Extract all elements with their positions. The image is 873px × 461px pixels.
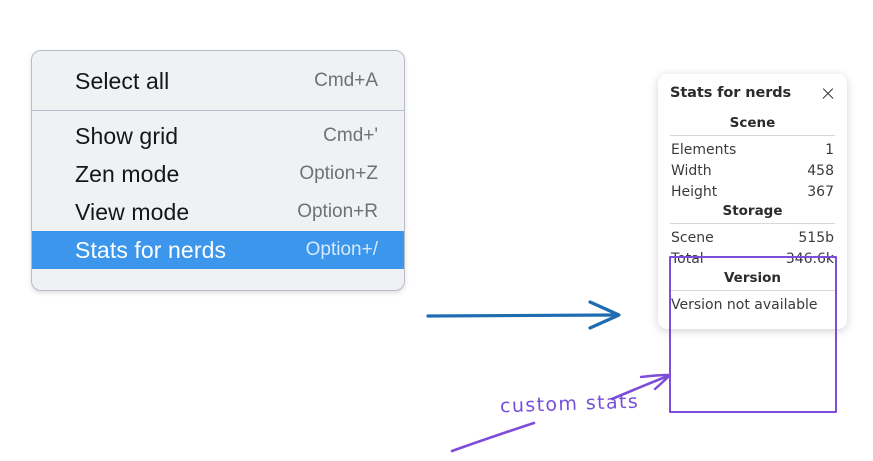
menu-item-show-grid[interactable]: Show grid Cmd+' (32, 117, 404, 155)
menu-item-label: Show grid (75, 122, 179, 149)
context-menu[interactable]: Select all Cmd+A Show grid Cmd+' Zen mod… (31, 50, 405, 291)
section-scene: Scene Elements 1 Width 458 Height 367 (670, 114, 835, 202)
stat-row: Elements 1 (670, 139, 835, 160)
stat-row: Width 458 (670, 160, 835, 181)
menu-item-shortcut: Option+R (297, 201, 378, 222)
stat-key: Total (671, 250, 704, 267)
menu-group-2: Show grid Cmd+' Zen mode Option+Z View m… (32, 111, 404, 276)
menu-item-label: Select all (75, 67, 170, 94)
menu-item-view-mode[interactable]: View mode Option+R (32, 193, 404, 231)
stat-row: Scene 515b (670, 227, 835, 248)
section-version: Version Version not available (670, 269, 835, 316)
version-value: Version not available (671, 297, 818, 313)
menu-item-select-all[interactable]: Select all Cmd+A (32, 62, 404, 100)
menu-item-zen-mode[interactable]: Zen mode Option+Z (32, 155, 404, 193)
stat-row: Total 346.6k (670, 248, 835, 269)
stat-key: Width (671, 162, 712, 179)
stat-value: 1 (825, 141, 834, 158)
stat-key: Height (671, 183, 718, 200)
menu-item-shortcut: Option+Z (299, 163, 378, 184)
menu-item-label: View mode (75, 198, 190, 225)
menu-item-stats-for-nerds[interactable]: Stats for nerds Option+/ (32, 231, 404, 269)
menu-item-shortcut: Option+/ (305, 239, 378, 260)
custom-stats-annotation-label: custom stats (499, 390, 640, 418)
menu-item-label: Stats for nerds (75, 236, 227, 263)
menu-item-shortcut: Cmd+' (323, 125, 378, 146)
stat-value: 515b (798, 229, 834, 246)
section-storage: Storage Scene 515b Total 346.6k (670, 202, 835, 269)
stat-key: Elements (671, 141, 737, 158)
section-rule (670, 135, 835, 136)
panel-header: Stats for nerds (670, 85, 835, 101)
menu-item-shortcut: Cmd+A (314, 70, 378, 91)
panel-title: Stats for nerds (670, 85, 792, 101)
stat-key: Scene (671, 229, 714, 246)
section-heading: Version (723, 270, 782, 286)
stat-value: 367 (807, 183, 834, 200)
section-heading: Storage (722, 203, 783, 219)
right-arrow-icon (426, 300, 621, 330)
stat-row: Height 367 (670, 181, 835, 202)
section-rule (670, 223, 835, 224)
diagonal-stroke-icon (450, 421, 536, 453)
stat-value: 346.6k (785, 250, 834, 267)
section-heading: Scene (729, 115, 776, 131)
menu-divider (32, 110, 404, 111)
menu-group-1: Select all Cmd+A (32, 54, 404, 110)
stat-value: 458 (807, 162, 834, 179)
section-rule (670, 290, 835, 291)
close-icon[interactable] (820, 86, 835, 101)
menu-item-label: Zen mode (75, 160, 180, 187)
stats-for-nerds-panel: Stats for nerds Scene Elements 1 Width 4… (658, 74, 847, 329)
